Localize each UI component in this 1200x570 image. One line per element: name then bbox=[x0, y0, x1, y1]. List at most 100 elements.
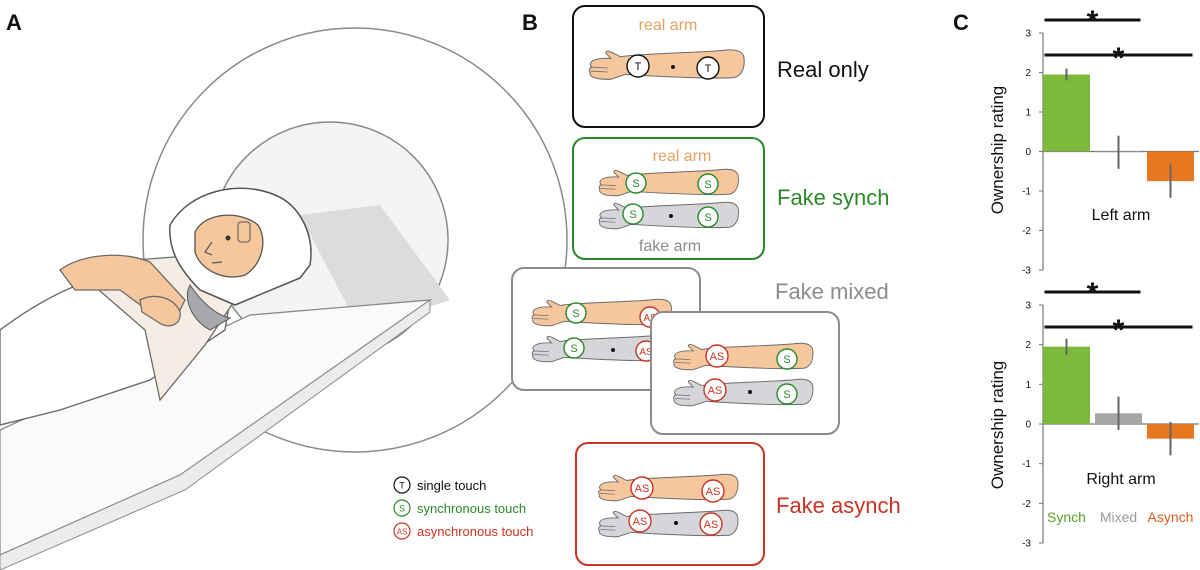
touch-marker-s: S bbox=[697, 206, 719, 228]
chart-significance: ** bbox=[1044, 5, 1193, 75]
condition-label-fake-asynch: Fake asynch bbox=[776, 493, 901, 518]
condition-fake-asynch: AS AS AS AS Fake asynch bbox=[575, 442, 901, 566]
legend-item-synchronous-touch: S synchronous touch bbox=[393, 499, 526, 517]
y-axis-label: Ownership rating bbox=[988, 86, 1007, 215]
svg-text:T: T bbox=[635, 61, 642, 73]
svg-text:S: S bbox=[572, 308, 579, 320]
y-tick-label: 3 bbox=[1025, 301, 1031, 312]
svg-text:S: S bbox=[783, 354, 790, 366]
touch-marker-s: S bbox=[697, 173, 719, 195]
panel-b: B real arm T T Real only real arm bbox=[393, 5, 901, 566]
touch-marker-as: AS bbox=[705, 344, 729, 368]
touch-center-dot bbox=[671, 65, 675, 69]
condition-fake-synch: real arm S S S S fake arm Fake synch bbox=[572, 137, 890, 260]
significance-star: * bbox=[1087, 277, 1099, 310]
y-tick-label: -3 bbox=[1022, 266, 1031, 277]
mri-scanner-illustration bbox=[0, 27, 568, 570]
svg-text:AS: AS bbox=[643, 313, 657, 324]
patient-hand bbox=[139, 295, 181, 327]
touch-marker-s: S bbox=[776, 348, 798, 370]
y-tick-label: 1 bbox=[1025, 108, 1031, 119]
fake-arm-label: fake arm bbox=[639, 238, 701, 255]
y-tick-label: -2 bbox=[1022, 499, 1031, 510]
condition-box-fake-asynch bbox=[575, 442, 765, 566]
head-pad bbox=[237, 221, 251, 243]
bar-synch bbox=[1043, 74, 1090, 152]
touch-marker-as: AS bbox=[630, 476, 654, 500]
real-arm-image bbox=[588, 49, 745, 80]
svg-text:S: S bbox=[783, 389, 790, 401]
legend-item-asynchronous-touch: AS asynchronous touch bbox=[393, 522, 533, 540]
touch-marker-as: AS bbox=[699, 512, 723, 536]
y-tick-label: -3 bbox=[1022, 539, 1031, 550]
svg-text:T: T bbox=[705, 63, 712, 75]
touch-marker-s: S bbox=[776, 383, 798, 405]
touch-center-dot bbox=[611, 348, 615, 352]
patient-mouth bbox=[211, 261, 223, 264]
touch-marker-t: T bbox=[626, 54, 650, 78]
panel-label-b: B bbox=[522, 10, 538, 35]
svg-text:S: S bbox=[629, 209, 636, 221]
touch-center-dot bbox=[674, 521, 678, 525]
legend: T single touch S synchronous touch AS as… bbox=[393, 476, 533, 540]
x-tick-label-synch: Synch bbox=[1047, 509, 1086, 525]
y-tick-label: 3 bbox=[1025, 29, 1031, 40]
significance-star: * bbox=[1113, 314, 1125, 347]
condition-fake-mixed: S AS S AS AS S bbox=[511, 267, 889, 435]
chart-errorbars bbox=[1065, 68, 1172, 198]
legend-marker: S bbox=[399, 504, 405, 514]
svg-text:AS: AS bbox=[704, 519, 719, 531]
legend-marker: T bbox=[399, 481, 405, 491]
x-tick-label-asynch: Asynch bbox=[1148, 509, 1194, 525]
y-tick-label: -1 bbox=[1022, 187, 1031, 198]
patient-eye bbox=[225, 235, 231, 241]
condition-label-fake-mixed: Fake mixed bbox=[775, 279, 889, 304]
touch-marker-as: AS bbox=[703, 378, 727, 402]
patient-nose bbox=[204, 241, 213, 256]
y-tick-label: -2 bbox=[1022, 226, 1031, 237]
y-tick-label: 2 bbox=[1025, 340, 1031, 351]
svg-text:AS: AS bbox=[708, 385, 723, 397]
x-tick-label-mixed: Mixed bbox=[1100, 509, 1137, 525]
svg-text:S: S bbox=[632, 178, 639, 190]
legend-marker: AS bbox=[397, 528, 408, 537]
panel-label-c: C bbox=[953, 10, 969, 35]
legend-label: single touch bbox=[417, 478, 486, 493]
y-tick-label: 0 bbox=[1025, 420, 1031, 431]
svg-text:AS: AS bbox=[706, 486, 721, 498]
touch-center-dot bbox=[748, 390, 752, 394]
touch-marker-s: S bbox=[622, 203, 644, 225]
condition-box-fake-mixed-2 bbox=[650, 311, 840, 435]
real-arm-label: real arm bbox=[653, 148, 712, 165]
svg-text:AS: AS bbox=[633, 516, 648, 528]
condition-box-fake-synch bbox=[572, 137, 765, 260]
scanner-bore-shadow bbox=[300, 205, 450, 330]
legend-label: synchronous touch bbox=[417, 501, 526, 516]
svg-text:AS: AS bbox=[710, 351, 725, 363]
touch-marker-as: AS bbox=[628, 509, 652, 533]
touch-marker-t: T bbox=[696, 56, 720, 80]
neck-padding bbox=[186, 283, 232, 331]
y-tick-label: -1 bbox=[1022, 459, 1031, 470]
svg-text:AS: AS bbox=[635, 483, 650, 495]
patient-face bbox=[194, 214, 264, 278]
bed-edge bbox=[0, 299, 431, 570]
svg-text:S: S bbox=[570, 343, 577, 355]
touch-marker-s: S bbox=[625, 172, 647, 194]
touch-marker-as: AS bbox=[701, 479, 725, 503]
panel-label-a: A bbox=[6, 10, 22, 35]
legend-label: asynchronous touch bbox=[417, 524, 533, 539]
y-tick-label: 0 bbox=[1025, 147, 1031, 158]
significance-star: * bbox=[1087, 5, 1099, 38]
condition-label-real-only: Real only bbox=[777, 57, 869, 82]
legend-item-single-touch: T single touch bbox=[393, 476, 486, 494]
x-axis-labels: Synch Mixed Asynch bbox=[1047, 509, 1193, 525]
touch-marker-s: S bbox=[565, 302, 587, 324]
panel-a: A bbox=[0, 10, 568, 570]
condition-real-only: real arm T T Real only bbox=[572, 5, 869, 128]
